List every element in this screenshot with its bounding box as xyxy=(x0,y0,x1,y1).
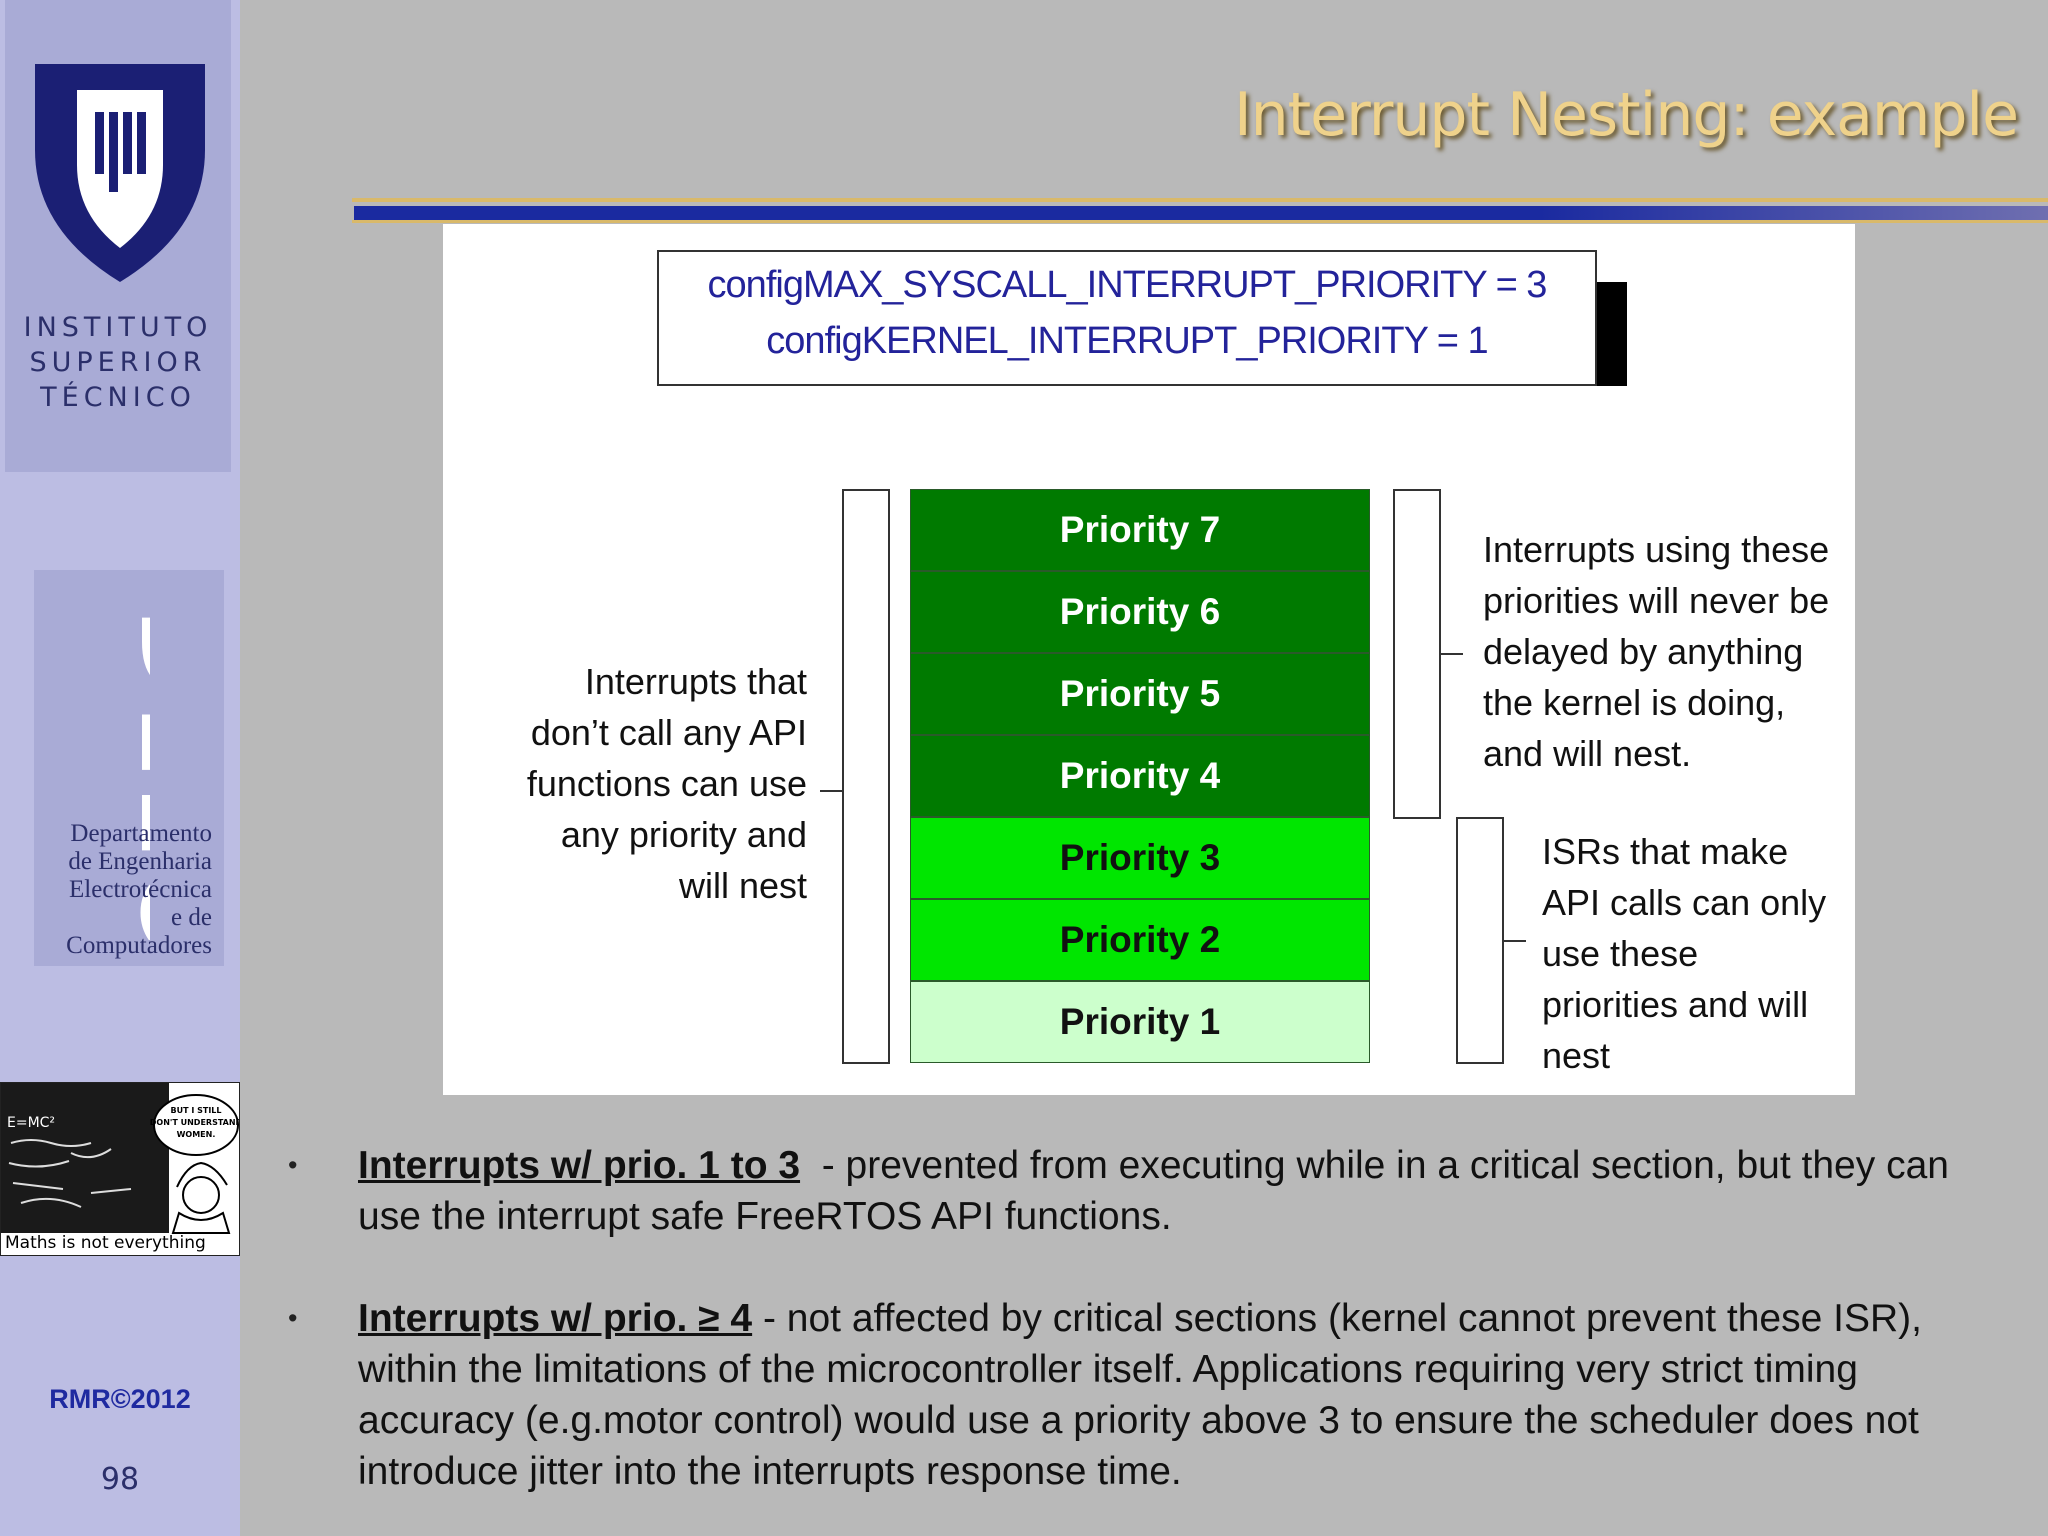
deec-logo-panel: DEEC Departamento de Engenharia Electrot… xyxy=(34,570,224,966)
cartoon-caption: Maths is not everything xyxy=(5,1233,206,1253)
bullet-1-heading: Interrupts w/ prio. 1 to 3 xyxy=(358,1144,801,1187)
bullet-2-heading: Interrupts w/ prio. ≥ 4 xyxy=(358,1297,753,1340)
speech-line-2: DON'T UNDERSTAND xyxy=(150,1118,240,1127)
config-kernel-priority: configKERNEL_INTERRUPT_PRIORITY = 1 xyxy=(766,320,1488,362)
left-note: Interrupts that don’t call any API funct… xyxy=(526,661,807,906)
department-name: Departamento de Engenharia Electrotécnic… xyxy=(66,820,212,959)
ist-logo-panel: INSTITUTO SUPERIOR TÉCNICO xyxy=(5,0,231,472)
right-top-bracket-tick xyxy=(1441,653,1463,655)
copyright: RMR©2012 xyxy=(49,1384,191,1414)
page-number: 98 xyxy=(100,1462,140,1497)
title-rule-bottom xyxy=(352,220,2048,223)
right-bottom-note: ISRs that make API calls can only use th… xyxy=(1542,831,1827,1076)
left-bracket xyxy=(842,489,890,1064)
config-max-syscall: configMAX_SYSCALL_INTERRUPT_PRIORITY = 3 xyxy=(707,264,1548,306)
priority-level: Priority 1 xyxy=(910,981,1370,1063)
priority-level: Priority 2 xyxy=(910,899,1370,981)
chalkboard-drawing: E=MC² BUT I STILL DON'T UNDERSTAND WOMEN… xyxy=(1,1083,240,1234)
bullet-2: Interrupts w/ prio. ≥ 4 - not affected b… xyxy=(358,1293,2018,1497)
priority-level: Priority 6 xyxy=(910,571,1370,653)
institute-name: INSTITUTO SUPERIOR TÉCNICO xyxy=(23,312,213,413)
left-bracket-tick xyxy=(820,790,842,792)
bullet-2-text: - not affected by critical sections (ker… xyxy=(358,1297,1922,1493)
right-bottom-bracket-tick xyxy=(1504,940,1526,942)
deec-letters-logo: DEEC xyxy=(114,606,150,952)
bullet-1-text: - prevented from executing while in a cr… xyxy=(358,1144,1949,1238)
deec-letters: DEEC xyxy=(114,606,150,952)
bullet-marker-2: • xyxy=(288,1303,298,1333)
ist-shield-logo xyxy=(35,64,205,282)
priority-level: Priority 4 xyxy=(910,735,1370,817)
title-rule xyxy=(354,206,2048,220)
cartoon-formula: E=MC² xyxy=(7,1115,55,1131)
speech-line-3: WOMEN. xyxy=(177,1130,216,1139)
bullet-marker-1: • xyxy=(288,1150,298,1180)
einstein-cartoon: E=MC² BUT I STILL DON'T UNDERSTAND WOMEN… xyxy=(0,1082,240,1256)
priority-level: Priority 3 xyxy=(910,817,1370,899)
priority-diagram: configMAX_SYSCALL_INTERRUPT_PRIORITY = 3… xyxy=(443,224,1855,1095)
bullet-1: Interrupts w/ prio. 1 to 3 - prevented f… xyxy=(358,1140,2018,1242)
speech-line-1: BUT I STILL xyxy=(171,1106,222,1115)
right-top-bracket xyxy=(1393,489,1441,819)
sidebar: INSTITUTO SUPERIOR TÉCNICO DEEC Departam… xyxy=(0,0,240,1536)
config-box: configMAX_SYSCALL_INTERRUPT_PRIORITY = 3… xyxy=(657,250,1597,386)
priority-level: Priority 7 xyxy=(910,489,1370,571)
title-rule-top xyxy=(352,198,2048,202)
priority-level: Priority 5 xyxy=(910,653,1370,735)
slide-title: Interrupt Nesting: example xyxy=(1233,80,2019,150)
right-bottom-bracket xyxy=(1456,817,1504,1064)
right-top-note: Interrupts using these priorities will n… xyxy=(1483,529,1830,774)
